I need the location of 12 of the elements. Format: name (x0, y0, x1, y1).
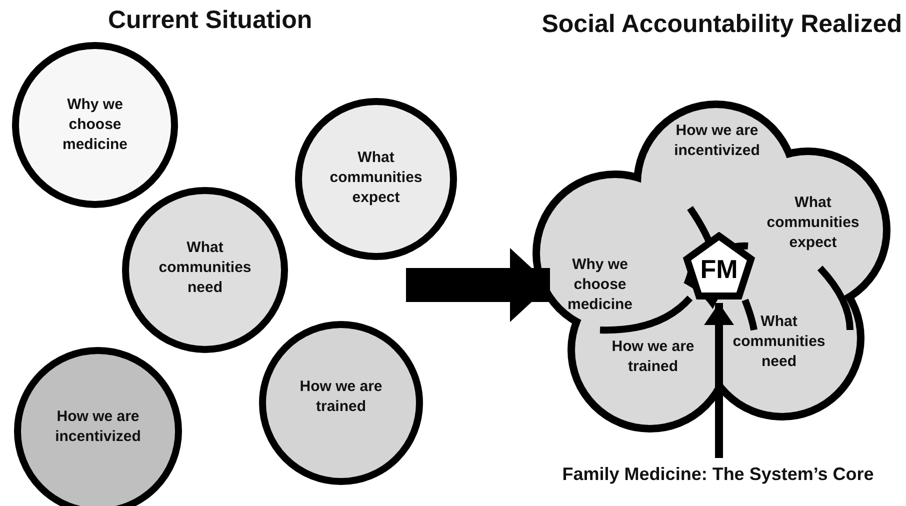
circle-label: What communities expect (328, 148, 424, 208)
arrow (406, 248, 550, 322)
heading: Social Accountability Realized (542, 10, 902, 39)
circle-label: How we are trained (298, 377, 384, 417)
circle-label: What communities need (158, 238, 252, 298)
pentagon-label: FM (699, 254, 739, 284)
circle-label: Why we choose medicine (61, 95, 129, 155)
arrow (704, 303, 734, 458)
circle-label: How we are incentivized (54, 407, 142, 447)
heading: Current Situation (108, 6, 312, 35)
caption-text: Family Medicine: The System’s Core (548, 462, 888, 486)
pentagon (683, 232, 755, 300)
